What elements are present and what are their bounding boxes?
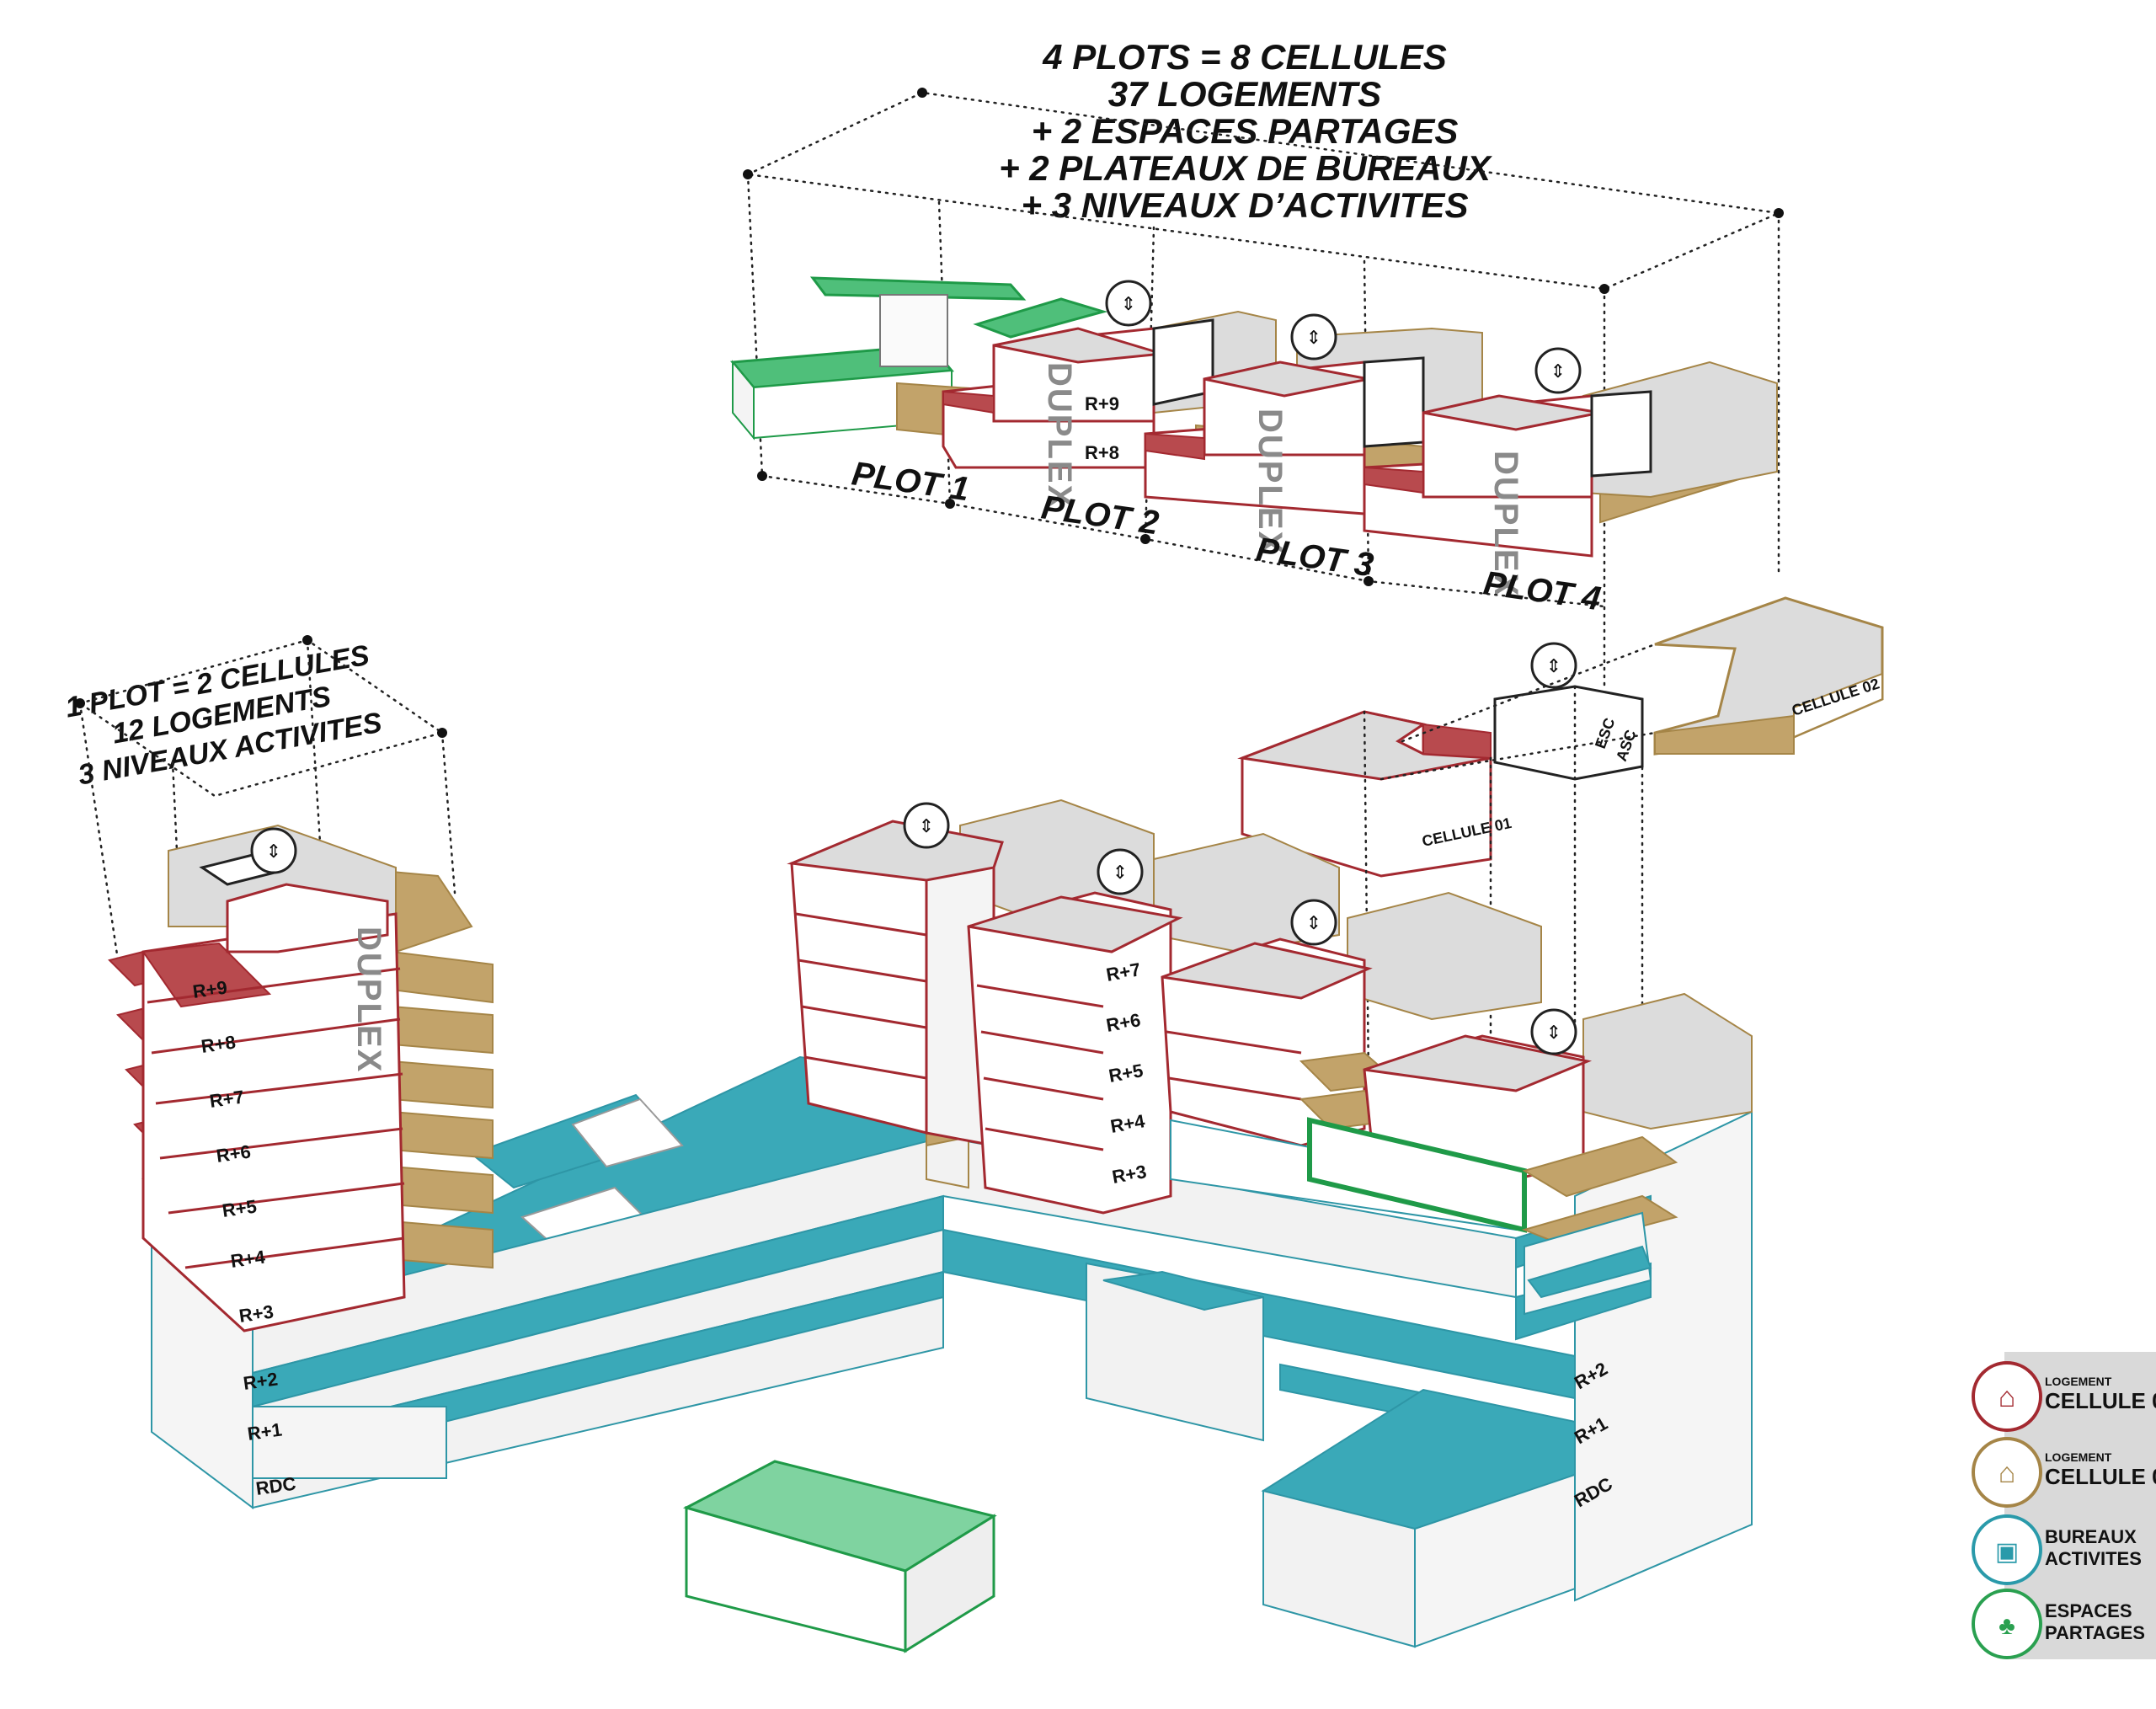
stair-lift-icon: ⇕ bbox=[903, 802, 950, 849]
legend: ⌂ LOGEMENT CELLULE 01 ⌂ LOGEMENT CELLULE… bbox=[1972, 1352, 2156, 1659]
svg-text:⇕: ⇕ bbox=[1550, 360, 1566, 382]
summary-main-line3: + 2 ESPACES PARTAGES bbox=[1032, 111, 1459, 151]
svg-text:⌂: ⌂ bbox=[1999, 1457, 2016, 1489]
legend-item-cellule02: ⌂ LOGEMENT CELLULE 02 bbox=[1972, 1437, 2156, 1508]
left-level-r4: R+4 bbox=[229, 1246, 267, 1272]
svg-text:⇕: ⇕ bbox=[1546, 655, 1561, 676]
housing-icon bbox=[1972, 1361, 2042, 1432]
stair-lift-icon: ⇕ bbox=[1290, 899, 1337, 946]
left-level-r2: R+2 bbox=[242, 1368, 279, 1393]
svg-text:♣: ♣ bbox=[1999, 1612, 2015, 1640]
park-icon bbox=[1972, 1589, 2042, 1659]
svg-text:⌂: ⌂ bbox=[1999, 1381, 2016, 1413]
svg-text:⇕: ⇕ bbox=[1546, 1022, 1561, 1043]
shared-pavilion bbox=[682, 1460, 997, 1653]
stair-lift-icon: ⇕ bbox=[250, 827, 297, 874]
duplex-label-plot3: DUPLEX bbox=[1251, 409, 1289, 555]
svg-text:⇕: ⇕ bbox=[1306, 327, 1321, 348]
svg-text:⇕: ⇕ bbox=[1306, 912, 1321, 933]
upper-level-r9: R+9 bbox=[1085, 393, 1119, 414]
stair-lift-icon: ⇕ bbox=[1097, 848, 1144, 895]
summary-main-line4: + 2 PLATEAUX DE BUREAUX bbox=[999, 148, 1493, 188]
housing-icon bbox=[1972, 1437, 2042, 1508]
exploded-cellules: CELLULE 01 ESC ASC ⇕ CELLULE 02 bbox=[1237, 596, 1884, 878]
plot-3-label: PLOT 3 bbox=[1254, 531, 1376, 584]
svg-text:⇕: ⇕ bbox=[266, 841, 281, 862]
stair-lift-icon: ⇕ bbox=[1290, 313, 1337, 360]
cellule-dotted-guides bbox=[1363, 643, 1657, 1080]
legend-item-partages: ♣ ESPACES PARTAGES bbox=[1972, 1589, 2145, 1659]
svg-text:▣: ▣ bbox=[1995, 1538, 2019, 1566]
left-level-r8: R+8 bbox=[200, 1031, 237, 1056]
legend-item-cellule01: ⌂ LOGEMENT CELLULE 01 bbox=[1972, 1361, 2156, 1432]
upper-level-r8: R+8 bbox=[1085, 442, 1119, 463]
plot-2-label: PLOT 2 bbox=[1039, 489, 1161, 542]
svg-text:⇕: ⇕ bbox=[1121, 293, 1136, 314]
legend-cellule02-small: LOGEMENT bbox=[2045, 1450, 2112, 1464]
svg-text:⇕: ⇕ bbox=[1113, 862, 1128, 883]
legend-cellule01-small: LOGEMENT bbox=[2045, 1375, 2112, 1388]
stair-lift-icon: ⇕ bbox=[1534, 347, 1582, 394]
legend-cellule01-big: CELLULE 01 bbox=[2045, 1388, 2156, 1413]
legend-partages-line1: ESPACES bbox=[2045, 1600, 2132, 1621]
left-level-r6: R+6 bbox=[215, 1140, 252, 1166]
left-level-r3: R+3 bbox=[237, 1300, 275, 1326]
plot-4-label: PLOT 4 bbox=[1481, 564, 1604, 617]
left-level-r7: R+7 bbox=[208, 1086, 245, 1111]
left-level-r5: R+5 bbox=[221, 1195, 258, 1220]
stair-lift-icon: ⇕ bbox=[1105, 280, 1152, 327]
summary-main-line1: 4 PLOTS = 8 CELLULES bbox=[1042, 37, 1447, 77]
left-tower: DUPLEX R+9 R+8 R+7 R+6 R+5 R+4 R+3 R+2 R… bbox=[108, 824, 494, 1499]
legend-cellule02-big: CELLULE 02 bbox=[2045, 1464, 2156, 1489]
summary-main-line2: 37 LOGEMENTS bbox=[1108, 74, 1381, 114]
stair-lift-icon: ⇕ bbox=[1530, 642, 1577, 689]
legend-partages-line2: PARTAGES bbox=[2045, 1622, 2145, 1643]
duplex-label-plot2: DUPLEX bbox=[1041, 362, 1078, 509]
legend-bureaux-line2: ACTIVITES bbox=[2045, 1548, 2142, 1569]
podium: R+2 R+1 RDC bbox=[151, 1055, 1753, 1648]
left-level-r9: R+9 bbox=[191, 976, 228, 1001]
stair-lift-icon: ⇕ bbox=[1530, 1008, 1577, 1055]
legend-item-bureaux: ▣ BUREAUX ACTIVITES bbox=[1972, 1514, 2142, 1585]
duplex-label-left: DUPLEX bbox=[350, 927, 387, 1073]
office-icon bbox=[1972, 1514, 2042, 1585]
duplex-label-plot4: DUPLEX bbox=[1487, 451, 1524, 597]
left-level-r1: R+1 bbox=[246, 1418, 283, 1444]
svg-text:⇕: ⇕ bbox=[919, 815, 934, 836]
middle-towers: R+7 R+6 R+5 R+4 R+3 ⇕ ⇕ bbox=[787, 798, 1753, 1316]
upper-row: DUPLEX DUPLEX DUPLEX R+9 R+8 ⇕ ⇕ ⇕ bbox=[730, 276, 1778, 597]
summary-main: 4 PLOTS = 8 CELLULES 37 LOGEMENTS + 2 ES… bbox=[999, 37, 1493, 225]
summary-main-line5: + 3 NIVEAUX D’ACTIVITES bbox=[1022, 185, 1469, 225]
legend-bureaux-line1: BUREAUX bbox=[2045, 1526, 2137, 1547]
